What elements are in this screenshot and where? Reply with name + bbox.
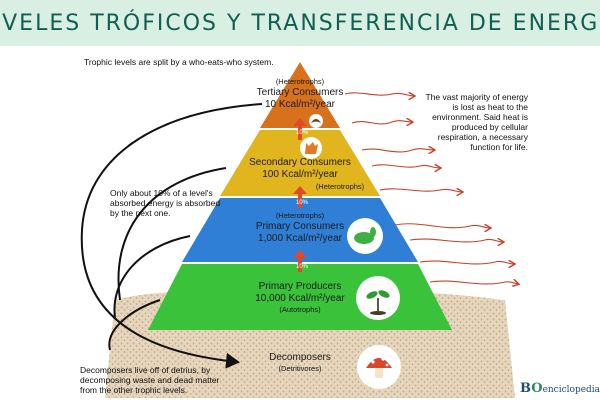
heat-arrow [371,165,440,168]
heat-arrow [361,149,434,152]
tertiary-name: Tertiary Consumers [256,87,344,98]
heat-arrow [429,281,518,284]
page-title: NIVELES TRÓFICOS Y TRANSFERENCIA DE ENER… [0,10,600,36]
decomposers-name: Decomposers [269,352,331,363]
mushroom-icon [357,345,401,389]
primary-name: Primary Consumers [255,221,345,232]
transfer-label: 10% [296,264,309,270]
decomposer-flow-arrows [80,103,263,369]
tertiary-level-label: (Heterotrophs) Tertiary Consumers 10 Kca… [240,77,360,111]
sprout-icon [356,276,400,320]
producers-level-label: Primary Producers 10,000 Kcal/m²/year (A… [240,281,360,315]
rabbit-icon [347,218,383,254]
heat-arrow [344,93,414,96]
tertiary-type: (Heterotrophs) [275,77,325,86]
transfer-arrow-primary-secondary [293,186,307,208]
intro-note: Trophic levels are split by a who-eats-w… [84,57,274,67]
secondary-name: Secondary Consumers [249,157,351,168]
transfer-arrow-producers-primary [293,250,307,272]
ten-percent-note: Only about 10% of a level's absorbed ene… [110,188,221,218]
secondary-type: (Heterotrophs) [315,182,365,191]
bioenciclopedia-logo: BOenciclopedia [520,381,600,396]
primary-type: (Heterotrophs) [275,211,325,220]
decomposers-type: (Detritivores) [278,364,322,373]
heat-arrow [419,261,514,264]
fox-icon [300,137,322,159]
tier-secondary [220,130,380,196]
secondary-energy: 100 Kcal/m²/year [262,169,338,180]
heat-loss-note: The vast majority of energy is lost as h… [425,92,528,152]
tier-tertiary [260,62,340,128]
primary-energy: 1,000 Kcal/m²/year [258,233,342,244]
heat-arrow [351,121,412,124]
transfer-arrow-secondary-tertiary [293,118,307,140]
header-banner: NIVELES TRÓFICOS Y TRANSFERENCIA DE ENER… [0,0,600,46]
heat-arrow [379,189,462,192]
producers-energy: 10,000 Kcal/m²/year [255,293,345,304]
primary-level-label: (Heterotrophs) Primary Consumers 1,000 K… [240,211,360,245]
tertiary-energy: 10 Kcal/m²/year [264,99,336,110]
eagle-icon [309,114,323,128]
heat-arrow [409,239,503,242]
logo-letter-o: O [531,381,543,396]
decomposers-note: Decomposers live off of detrius, by deco… [80,365,220,395]
producers-name: Primary Producers [258,281,342,292]
producers-type: (Autotrophs) [279,305,321,314]
secondary-level-label: Secondary Consumers 100 Kcal/m²/year [240,157,360,181]
logo-letter-b: B [520,381,532,396]
decomposers-level-label: Decomposers (Detritivores) [240,352,360,374]
logo-text: enciclopedia [542,385,600,395]
transfer-label: 10% [296,130,309,136]
heat-arrow [394,223,490,228]
transfer-label: 10% [296,200,309,206]
heat-loss-arrows [344,93,518,284]
